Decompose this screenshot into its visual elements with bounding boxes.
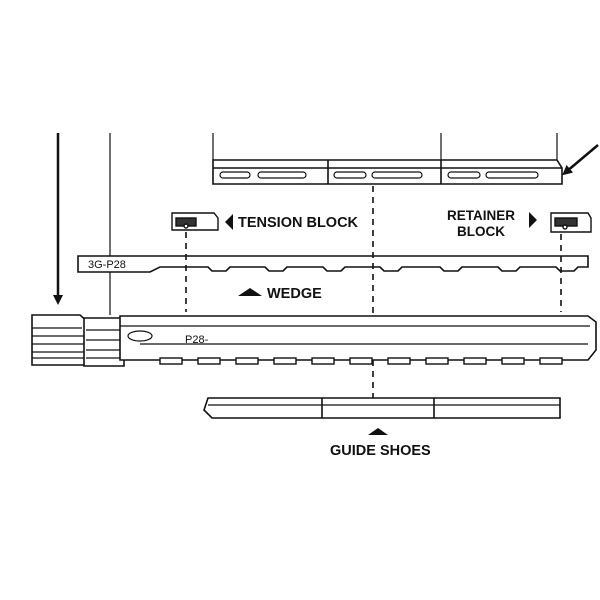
retainer-block-label-line2: BLOCK [457,224,505,239]
top-segmented-bar [212,159,563,185]
retainer-block-arrow [529,212,537,228]
retainer-pointer-arrow [562,144,599,176]
retainer-block-part [550,212,592,233]
retainer-block-label-line1: RETAINER [447,208,515,223]
tension-block-arrow [225,214,233,230]
wedge-part-number: 3G-P28 [88,259,126,271]
wedge-bar [77,255,589,273]
dashed-guide-lines [185,186,562,400]
top-guide-lines [109,133,558,315]
main-body [31,314,597,367]
tension-block-label: TENSION BLOCK [238,215,359,231]
tension-block-part [171,212,219,231]
wedge-arrow [238,288,262,296]
guide-shoes-part [203,397,561,419]
wedge-label: WEDGE [267,286,322,302]
guide-shoes-label: GUIDE SHOES [330,443,431,459]
body-part-number: P28- [185,334,209,346]
guide-shoes-arrow [368,428,388,435]
